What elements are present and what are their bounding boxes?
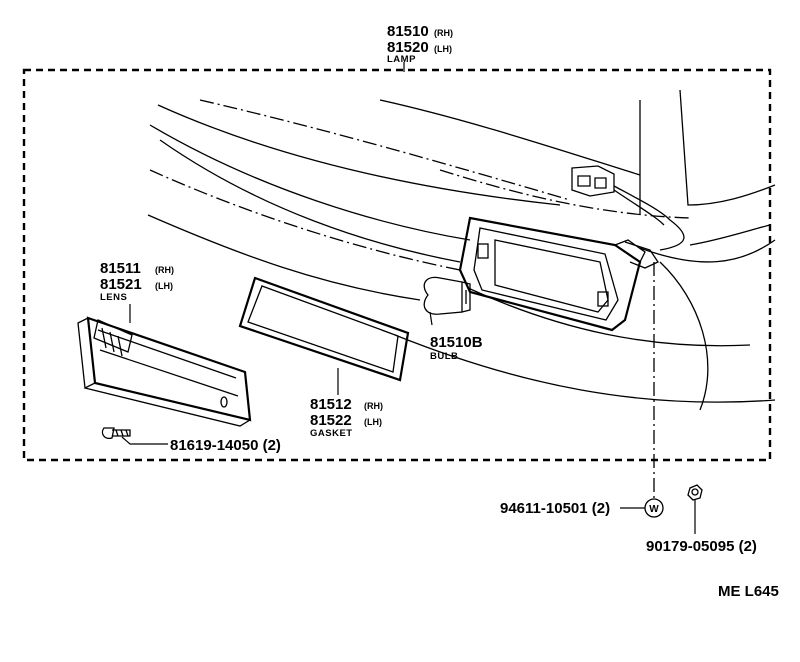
- gasket-caption: GASKET: [310, 428, 353, 439]
- gasket-part-number-rh: 81512: [310, 396, 352, 413]
- lamp-housing: [458, 216, 659, 332]
- lens-suffix-rh: (RH): [155, 265, 174, 275]
- lens-part-number-lh: 81521: [100, 276, 142, 293]
- bulb-graphic: [423, 276, 471, 315]
- body-contour-lines: [147, 89, 776, 411]
- leader-lines: [121, 62, 696, 534]
- lamp-caption: LAMP: [387, 54, 416, 65]
- washer-symbol: W: [649, 504, 659, 515]
- gasket-part-number-lh: 81522: [310, 412, 352, 429]
- wiring-connector: [571, 165, 685, 251]
- lens-part-number-rh: 81511: [100, 260, 141, 277]
- screw-graphic: [101, 427, 131, 439]
- lamp-part-number-rh: 81510: [387, 23, 429, 40]
- bulb-part-number: 81510B: [430, 334, 483, 351]
- washer-label: 94611-10501 (2): [500, 500, 610, 517]
- gasket-graphic: [238, 276, 410, 382]
- assembly-boundary: [22, 68, 772, 462]
- lamp-suffix-lh: (LH): [434, 44, 452, 54]
- gasket-suffix-rh: (RH): [364, 401, 383, 411]
- lens-caption: LENS: [100, 292, 127, 303]
- lamp-suffix-rh: (RH): [434, 28, 453, 38]
- bulb-caption: BULB: [430, 351, 458, 362]
- gasket-suffix-lh: (LH): [364, 417, 382, 427]
- nut-label: 90179-05095 (2): [646, 538, 757, 555]
- diagram-code: ME L645: [718, 583, 779, 600]
- lens-suffix-lh: (LH): [155, 281, 173, 291]
- lens-graphic: [77, 316, 252, 427]
- nut-graphic: [687, 484, 703, 501]
- lamp-part-number-lh: 81520: [387, 39, 429, 56]
- screw-label: 81619-14050 (2): [170, 437, 281, 454]
